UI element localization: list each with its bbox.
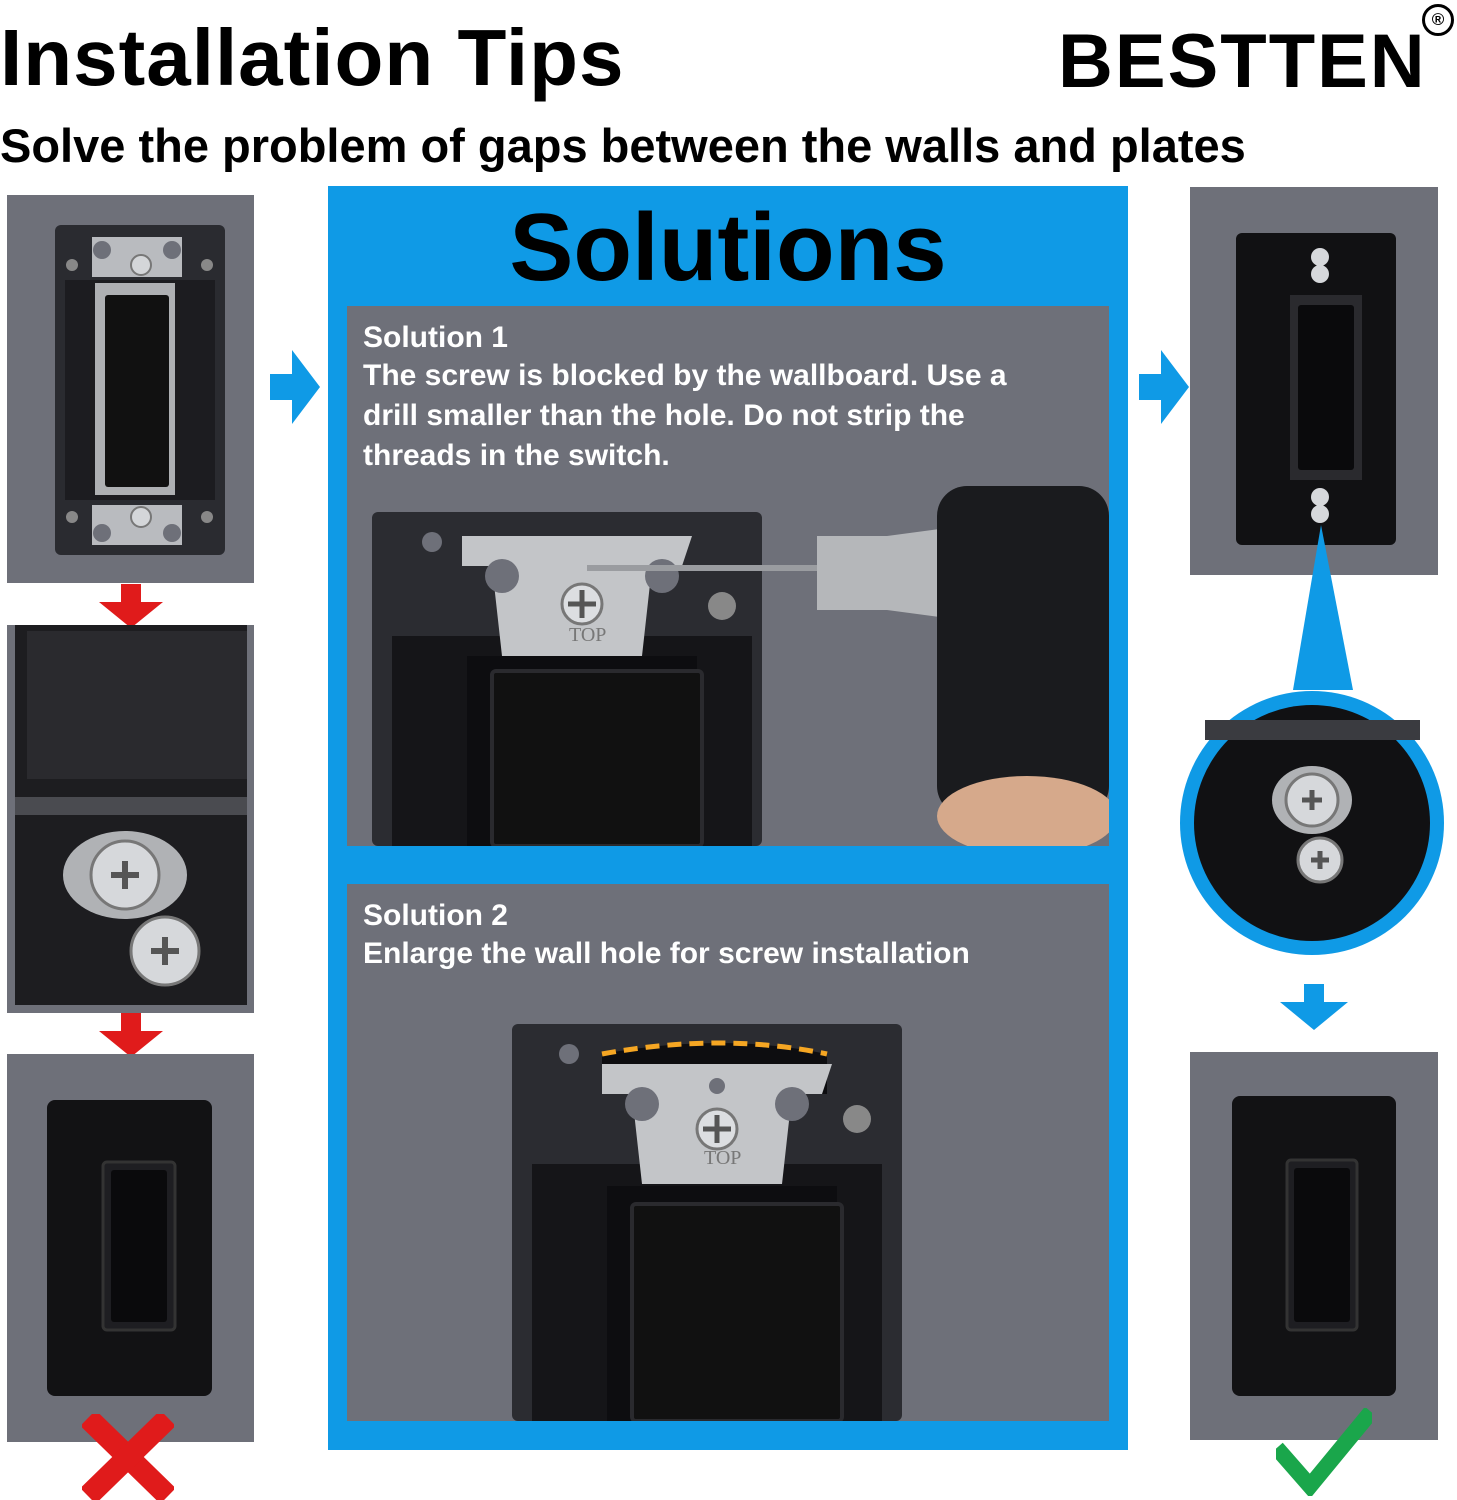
blue-down-arrow-icon [1278,984,1350,1030]
solution-2-title: Solution 2 [363,899,508,932]
enlarged-hole-illustration: TOP [512,1024,902,1421]
registered-mark: ® [1422,4,1454,36]
solution-2-text: Enlarge the wall hole for screw installa… [363,934,970,974]
magnifier-callout [1180,525,1444,955]
left-switch-with-strap-image [7,195,254,583]
page-subtitle: Solve the problem of gaps between the wa… [0,119,1246,172]
blue-arrow-icon [1139,350,1189,424]
red-down-arrow-icon [96,584,166,628]
strap-top-label: TOP [569,624,606,646]
drill-switch-illustration: TOP [372,486,1109,846]
blue-arrow-icon [270,350,320,424]
left-gap-result-image [7,1054,254,1442]
solution-1-title: Solution 1 [363,321,508,354]
left-screw-closeup-image [7,625,254,1013]
green-check-icon [1276,1408,1372,1496]
solution-1-card: Solution 1 The screw is blocked by the w… [347,306,1109,846]
strap-top-label: TOP [704,1147,741,1169]
solution-1-line: drill smaller than the hole. Do not stri… [363,398,965,432]
page-title: Installation Tips [0,13,625,102]
solution-2-line: Enlarge the wall hole for screw installa… [363,937,970,970]
brand-logo: BESTTEN [1058,19,1427,104]
solutions-heading: Solutions [509,194,947,301]
right-flush-plate-image [1190,187,1438,575]
solution-1-line: threads in the switch. [363,438,670,472]
solution-2-card: Solution 2 Enlarge the wall hole for scr… [347,884,1109,1421]
red-x-icon [82,1414,174,1500]
right-correct-result-image [1190,1052,1438,1440]
solution-1-line: The screw is blocked by the wallboard. U… [363,359,1007,392]
red-down-arrow-icon [96,1013,166,1057]
solution-1-text: The screw is blocked by the wallboard. U… [363,356,1007,476]
